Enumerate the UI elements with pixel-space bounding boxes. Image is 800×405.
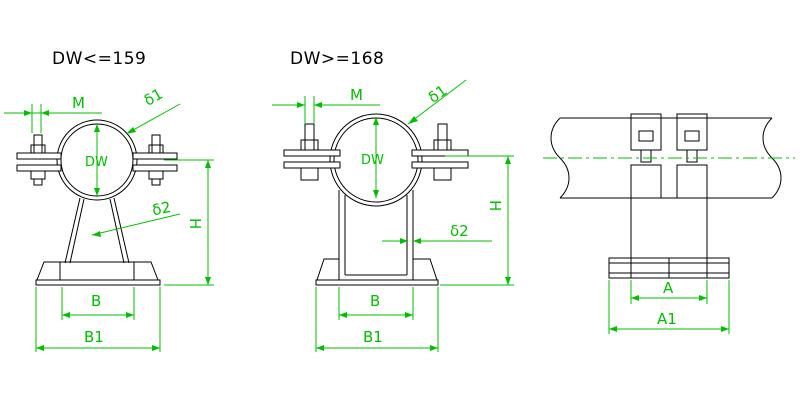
- left-view-title: DW<=159: [52, 49, 146, 69]
- left-gusset-r: [133, 261, 159, 281]
- middle-label-b1: B1: [363, 328, 383, 346]
- right-view: A A1: [543, 113, 795, 334]
- right-label-a: A: [663, 279, 674, 297]
- left-pipe-clamp: [56, 119, 138, 201]
- right-nut-top-l: [638, 130, 654, 142]
- left-support-outline: [16, 119, 178, 286]
- middle-nut-r-top: [433, 139, 452, 151]
- left-bolt-r-end: [151, 178, 161, 186]
- middle-label-m: M: [350, 86, 363, 104]
- middle-view-title: DW>=168: [290, 49, 384, 69]
- middle-dimensions: [272, 79, 514, 352]
- left-lower-flange-r: [132, 164, 178, 172]
- left-view: DW<=159: [4, 49, 214, 352]
- right-dimensions: [543, 157, 795, 334]
- right-clamp-bottom-l: [630, 164, 662, 199]
- middle-base-plate: [315, 279, 439, 286]
- middle-pipe-clamp: [329, 113, 423, 207]
- middle-label-b: B: [370, 292, 380, 310]
- left-label-b1: B1: [84, 328, 104, 346]
- left-upper-flange-r: [132, 152, 178, 160]
- middle-label-h: H: [486, 200, 504, 211]
- right-arrowheads: [609, 295, 729, 332]
- left-label-delta2: δ2: [151, 198, 173, 220]
- middle-bolt-l: [304, 123, 315, 151]
- left-stand-inner: [69, 198, 125, 264]
- right-clamp-bottom-r: [676, 164, 708, 199]
- middle-nut-l-bottom: [300, 167, 319, 181]
- left-nut-l-top: [30, 144, 46, 154]
- middle-view: DW>=168: [272, 49, 514, 352]
- left-label-h: H: [186, 218, 204, 229]
- right-clamp-top-r: [676, 113, 708, 151]
- left-arrowheads: [24, 110, 211, 351]
- middle-arrowheads: [297, 102, 511, 351]
- left-base-plate: [35, 279, 161, 286]
- left-gusset-l: [36, 261, 61, 281]
- left-lower-flange-l: [16, 164, 62, 172]
- right-dimension-labels: A A1: [657, 279, 677, 328]
- left-bolt-l: [33, 134, 43, 154]
- left-bolt-l-end: [33, 178, 43, 186]
- middle-gusset-r: [412, 258, 438, 281]
- left-label-dw: DW: [85, 155, 108, 170]
- left-label-delta1: δ1: [141, 85, 166, 110]
- left-label-m: M: [72, 94, 85, 112]
- middle-gusset-l: [316, 258, 340, 281]
- middle-dimension-labels: M δ1 DW δ2 H B B1: [350, 81, 504, 346]
- middle-nut-l-top: [300, 139, 319, 151]
- right-bolt-r: [686, 149, 698, 163]
- middle-lower-flange-l: [283, 161, 341, 169]
- left-bolt-r: [151, 134, 161, 154]
- right-nut-top-r: [684, 130, 700, 142]
- left-stand-outer: [64, 197, 130, 264]
- left-nut-r-bottom: [148, 170, 164, 180]
- left-nut-r-top: [148, 144, 164, 154]
- left-dimensions: [4, 103, 214, 352]
- right-clamp-top-l: [630, 113, 662, 151]
- middle-upper-flange-l: [283, 149, 341, 157]
- middle-support-outline: [283, 113, 469, 286]
- middle-label-delta1: δ1: [425, 81, 451, 106]
- right-support-outline: [550, 113, 782, 279]
- left-delta1-leader: [125, 103, 181, 135]
- right-bolt-l: [640, 149, 652, 163]
- middle-nut-r-bottom: [433, 167, 452, 181]
- middle-label-delta2: δ2: [450, 222, 469, 240]
- middle-delta1-leader: [407, 79, 467, 125]
- left-label-b: B: [91, 292, 101, 310]
- middle-upper-flange-r: [411, 149, 469, 157]
- middle-lower-flange-r: [411, 161, 469, 169]
- middle-bolt-r: [437, 123, 448, 151]
- right-pipe-break-l: [550, 117, 570, 199]
- middle-label-dw: DW: [361, 153, 384, 168]
- left-nut-l-bottom: [30, 170, 46, 180]
- right-label-a1: A1: [657, 310, 677, 328]
- left-delta2-leader: [91, 213, 181, 236]
- left-upper-flange-l: [16, 152, 62, 160]
